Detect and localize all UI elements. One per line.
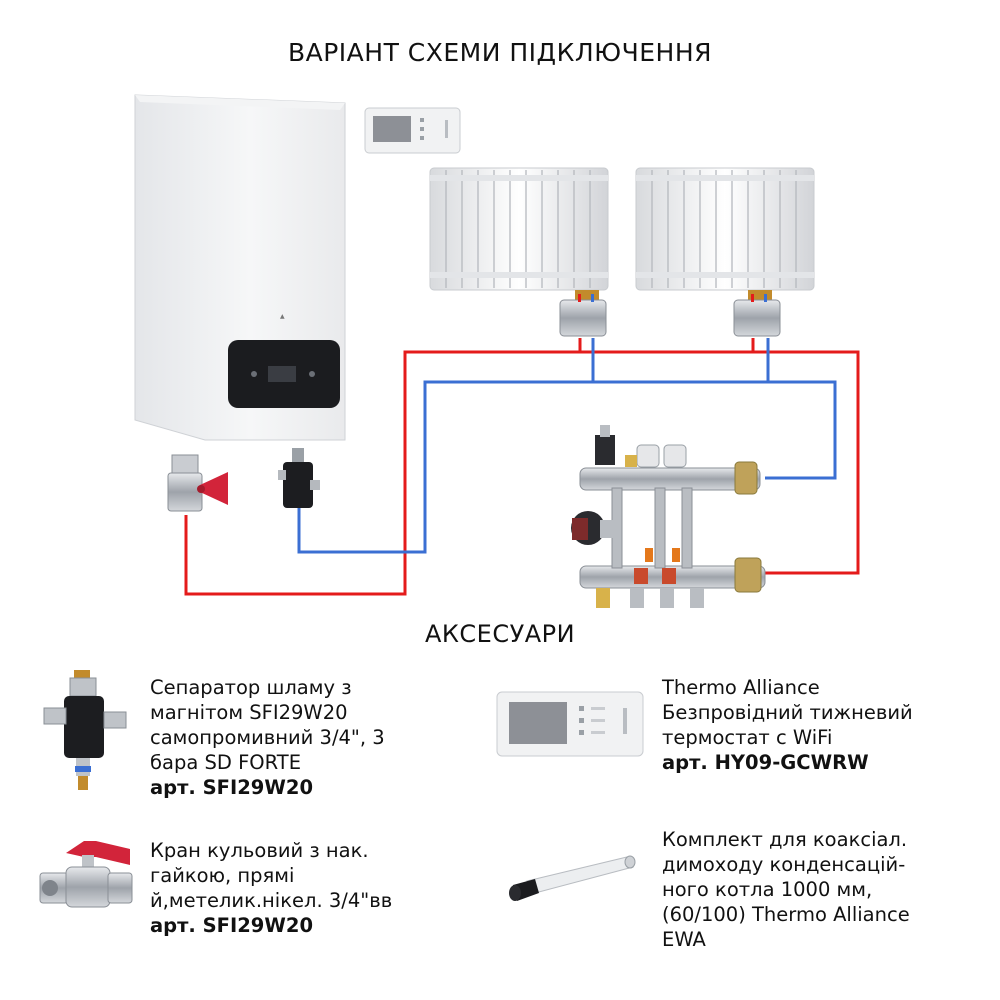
accessories-title: АКСЕСУАРИ: [424, 620, 576, 648]
accessory-line: термостат с WiFi: [662, 726, 833, 749]
accessory-line: Кран кульовий з нак.: [150, 839, 369, 862]
ball-valve-icon: [39, 841, 133, 908]
accessory-wireless-thermostat: Thermo Alliance Безпровідний тижневий те…: [662, 675, 913, 775]
thermostat-device: [364, 107, 461, 154]
accessory-article: арт. SFI29W20: [150, 776, 314, 799]
accessory-line: Сепаратор шламу з: [150, 676, 352, 699]
accessory-mud-separator: Сепаратор шламу з магнітом SFI29W20 само…: [150, 675, 385, 800]
accessory-article: арт. HY09-GCWRW: [662, 751, 869, 774]
svg-text:▲: ▲: [280, 313, 285, 320]
radiator-left: [429, 167, 609, 291]
accessory-article: арт. SFI29W20: [150, 914, 314, 937]
radiator-right-valve: [733, 290, 781, 337]
accessory-line: й,метелик.нікел. 3/4"вв: [150, 889, 393, 912]
coaxial-flue-kit-icon: [509, 855, 636, 901]
page-title: ВАРІАНТ СХЕМИ ПІДКЛЮЧЕННЯ: [287, 38, 713, 67]
radiator-left-valve: [559, 290, 607, 337]
ball-valve-scheme: [167, 454, 228, 512]
accessory-line: (60/100) Thermo Alliance: [662, 903, 910, 926]
accessory-coaxial-flue-kit: Комплект для коаксіал. димоходу конденса…: [662, 827, 910, 952]
accessory-line: бара SD FORTE: [150, 751, 302, 774]
mud-separator-scheme: [278, 448, 320, 508]
accessory-line: самопромивний 3/4", 3: [150, 726, 385, 749]
accessory-line: ного котла 1000 мм,: [662, 878, 873, 901]
wireless-thermostat-icon: [496, 691, 644, 757]
accessory-line: Комплект для коаксіал.: [662, 828, 908, 851]
accessory-line: димоходу конденсацій-: [662, 853, 906, 876]
accessory-line: Безпровідний тижневий: [662, 701, 913, 724]
accessory-line: EWA: [662, 928, 706, 951]
connection-scheme: ▲: [134, 94, 860, 608]
radiator-right: [635, 167, 815, 291]
mixing-manifold: [571, 425, 766, 608]
return-pipes: [297, 338, 837, 554]
supply-pipes: [184, 338, 860, 596]
accessory-ball-valve: Кран кульовий з нак. гайкою, прямі й,мет…: [150, 838, 392, 938]
gas-boiler: ▲: [134, 94, 346, 441]
mud-separator-icon: [43, 670, 127, 790]
accessory-line: гайкою, прямі: [150, 864, 295, 887]
accessory-line: Thermo Alliance: [662, 676, 820, 699]
accessory-line: магнітом SFI29W20: [150, 701, 348, 724]
